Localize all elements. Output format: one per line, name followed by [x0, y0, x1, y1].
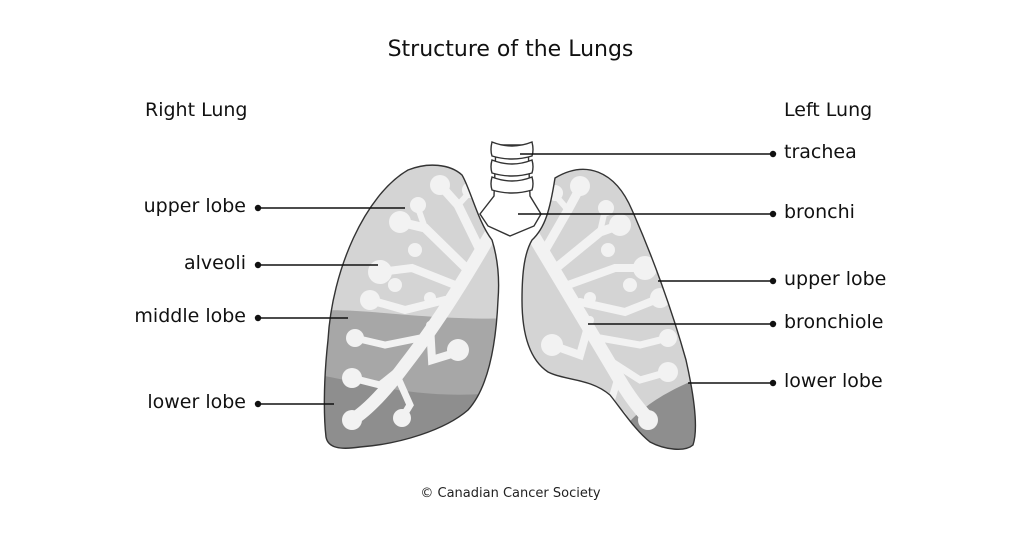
copyright-credit: © Canadian Cancer Society [420, 486, 601, 501]
left-lung-heading: Left Lung [784, 99, 873, 121]
leader-dots [254, 150, 777, 408]
label-bronchiole: bronchiole [784, 311, 884, 333]
label-left-lower-lobe: lower lobe [784, 370, 883, 392]
label-left-upper-lobe: upper lobe [784, 268, 887, 290]
label-trachea: trachea [784, 141, 857, 163]
diagram-title: Structure of the Lungs [387, 37, 634, 62]
label-bronchi: bronchi [784, 201, 855, 223]
label-right-upper-lobe: upper lobe [143, 195, 246, 217]
label-middle-lobe: middle lobe [134, 305, 246, 327]
leader-lines [258, 153, 772, 405]
right-lung-heading: Right Lung [145, 99, 248, 121]
trachea-shape [479, 141, 542, 237]
label-alveoli: alveoli [183, 252, 246, 274]
label-right-lower-lobe: lower lobe [147, 391, 246, 413]
